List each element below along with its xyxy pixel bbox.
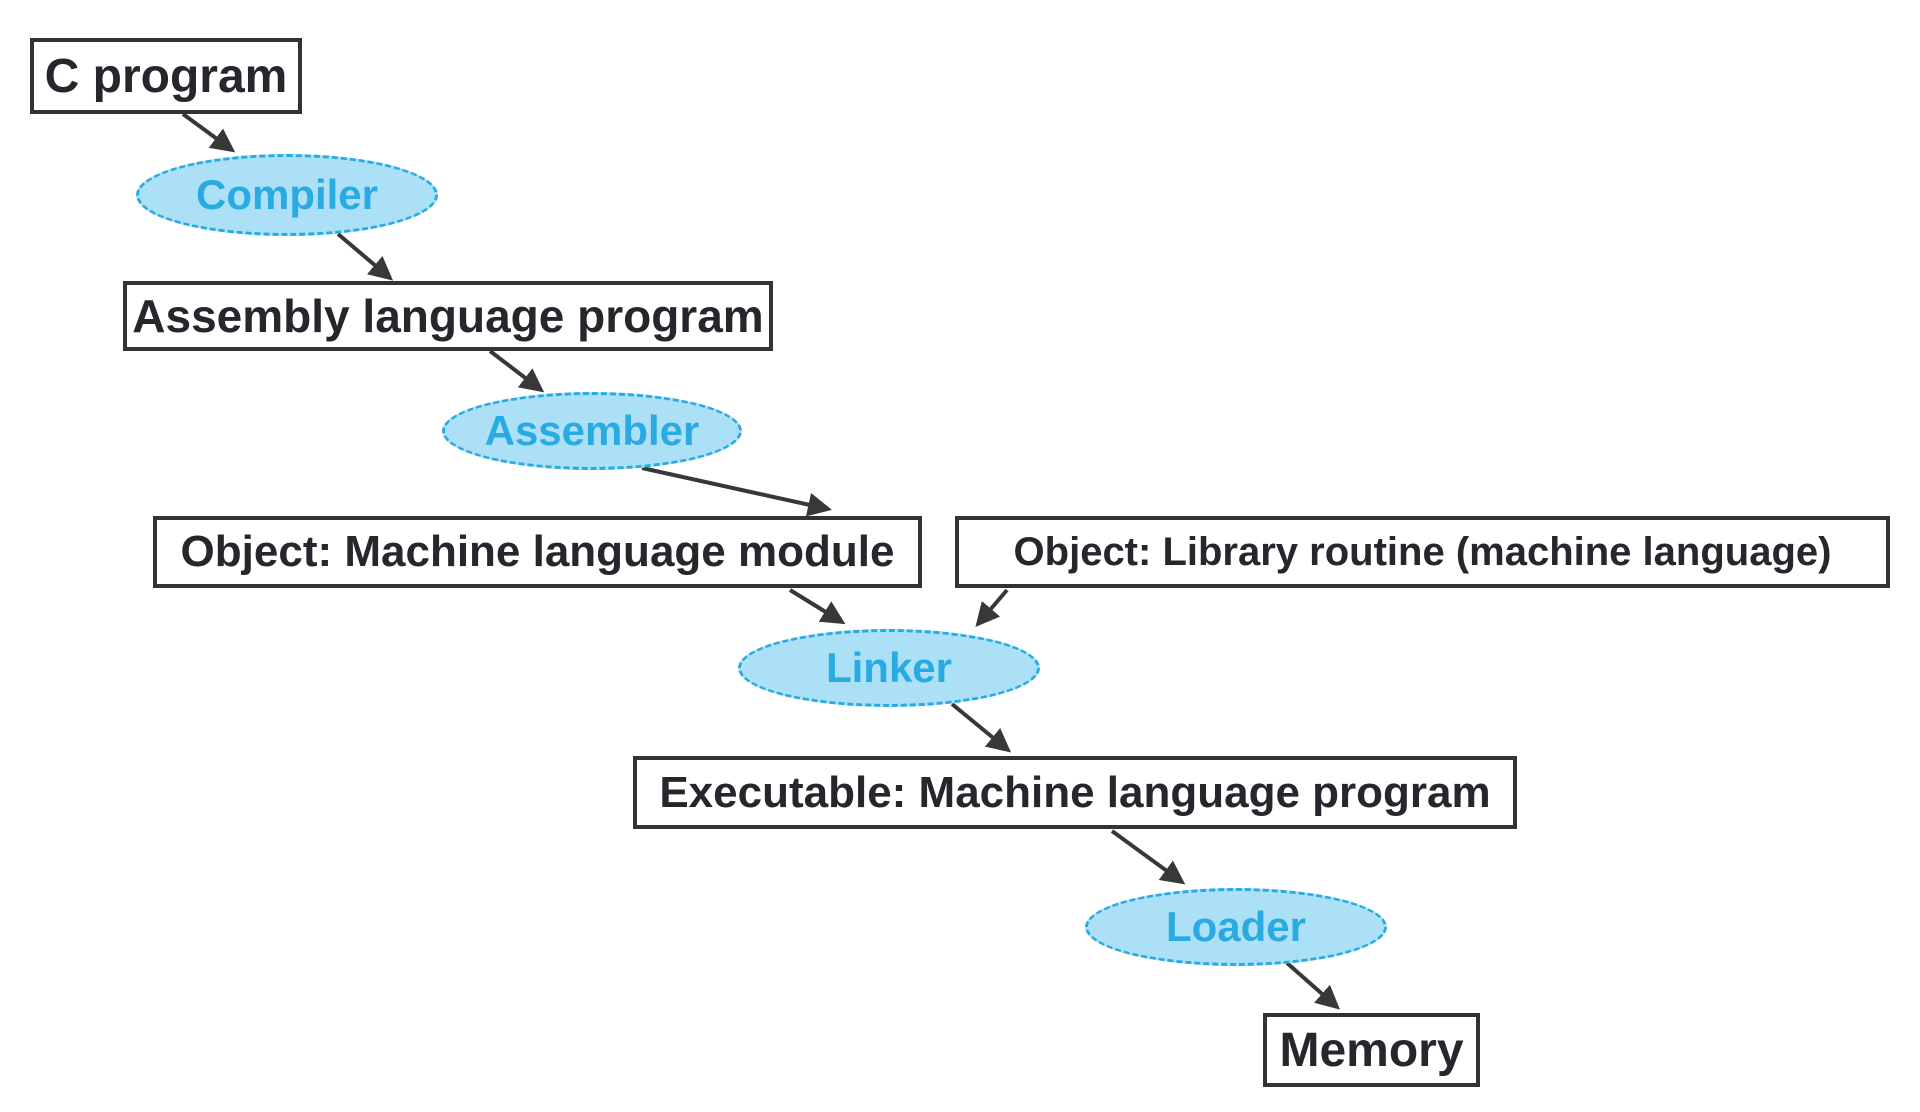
node-assembler: Assembler <box>442 392 742 470</box>
node-memory-label: Memory <box>1279 1023 1464 1077</box>
node-object-library-routine: Object: Library routine (machine languag… <box>955 516 1890 588</box>
node-object-library-routine-label: Object: Library routine (machine languag… <box>1013 529 1832 574</box>
node-loader-label: Loader <box>1165 903 1307 950</box>
arrow-compiler-to-assembly <box>336 232 394 281</box>
node-linker: Linker <box>738 629 1040 707</box>
node-c-program-label: C program <box>44 49 288 103</box>
node-linker-label: Linker <box>825 644 953 691</box>
arrow-loader-to-memory <box>1285 961 1341 1010</box>
node-executable-machine-language-program: Executable: Machine language program <box>633 756 1517 829</box>
node-object-machine-language-module-label: Object: Machine language module <box>180 527 895 576</box>
node-compiler: Compiler <box>136 154 438 236</box>
node-memory: Memory <box>1263 1013 1480 1087</box>
arrow-object-module-to-linker <box>788 588 846 625</box>
node-loader: Loader <box>1085 888 1387 966</box>
node-assembler-label: Assembler <box>484 407 700 454</box>
arrow-object-library-to-linker <box>975 588 1009 628</box>
arrow-assembler-to-object-module <box>641 466 832 517</box>
node-executable-machine-language-program-label: Executable: Machine language program <box>659 767 1491 817</box>
node-compiler-label: Compiler <box>195 171 379 218</box>
node-c-program: C program <box>30 38 302 114</box>
arrow-assembly-to-assembler <box>488 349 545 393</box>
arrow-executable-to-loader <box>1110 829 1186 885</box>
arrow-linker-to-executable <box>950 702 1012 753</box>
node-assembly-language-program-label: Assembly language program <box>132 290 764 342</box>
node-assembly-language-program: Assembly language program <box>123 281 773 351</box>
arrow-c-program-to-compiler <box>181 112 236 153</box>
node-object-machine-language-module: Object: Machine language module <box>153 516 922 588</box>
